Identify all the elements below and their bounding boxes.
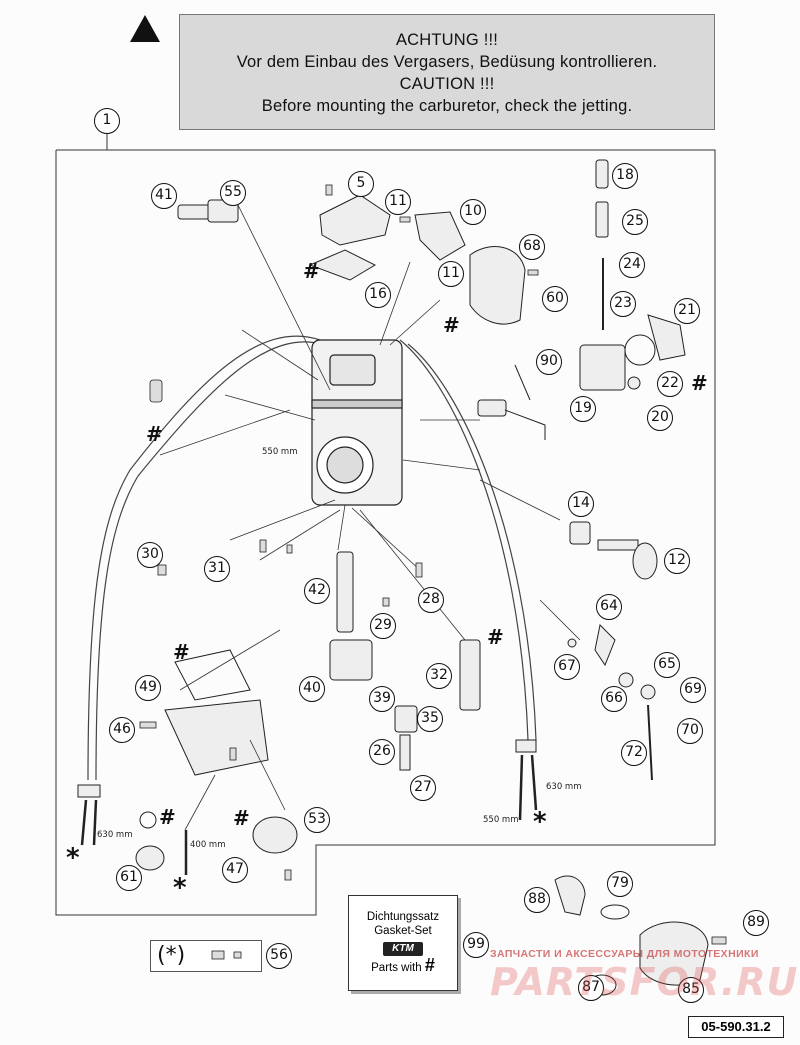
callout-41[interactable]: 41	[151, 183, 177, 209]
callout-47[interactable]: 47	[222, 857, 248, 883]
callout-79[interactable]: 79	[607, 871, 633, 897]
callout-89[interactable]: 89	[743, 910, 769, 936]
callout-67[interactable]: 67	[554, 654, 580, 680]
callout-65[interactable]: 65	[654, 652, 680, 678]
callout-87[interactable]: 87	[578, 975, 604, 1001]
callout-56[interactable]: 56	[266, 943, 292, 969]
callout-12[interactable]: 12	[664, 548, 690, 574]
dimension-label: 630 mm	[97, 830, 133, 840]
watermark-logo: PARTSFOR.RU	[490, 960, 799, 1004]
hash-mark: #	[303, 259, 320, 283]
warning-box: ACHTUNG !!! Vor dem Einbau des Vergasers…	[179, 14, 715, 130]
callout-1[interactable]: 1	[94, 108, 120, 134]
hash-mark: #	[146, 422, 163, 446]
callout-25[interactable]: 25	[622, 209, 648, 235]
callout-11-upper[interactable]: 11	[385, 189, 411, 215]
warning-line-1: ACHTUNG !!!	[395, 31, 499, 49]
warning-line-2: Vor dem Einbau des Vergasers, Bedüsung k…	[236, 53, 658, 71]
callout-29[interactable]: 29	[370, 613, 396, 639]
special-parts-box: (*)	[150, 940, 262, 972]
callout-23[interactable]: 23	[610, 291, 636, 317]
callout-21[interactable]: 21	[674, 298, 700, 324]
callout-61[interactable]: 61	[116, 865, 142, 891]
diagram-reference: 05-590.31.2	[688, 1016, 784, 1038]
hash-mark: #	[443, 313, 460, 337]
callout-72[interactable]: 72	[621, 740, 647, 766]
dimension-label: 630 mm	[546, 782, 582, 792]
carburetor-body	[311, 339, 403, 506]
callout-53[interactable]: 53	[304, 807, 330, 833]
callout-64[interactable]: 64	[596, 594, 622, 620]
callout-14[interactable]: 14	[568, 491, 594, 517]
callout-60[interactable]: 60	[542, 286, 568, 312]
hash-mark: #	[691, 371, 708, 395]
callout-68[interactable]: 68	[519, 234, 545, 260]
gasket-set-line-2: Gasket-Set	[374, 925, 432, 937]
callout-28[interactable]: 28	[418, 587, 444, 613]
callout-90[interactable]: 90	[536, 349, 562, 375]
special-parts-label: (*)	[157, 943, 186, 968]
hash-mark: #	[159, 805, 176, 829]
gasket-set-line-1: Dichtungssatz	[366, 911, 440, 923]
dimension-label: 400 mm	[190, 840, 226, 850]
callout-69[interactable]: 69	[680, 677, 706, 703]
star-mark: *	[66, 843, 80, 873]
callout-11-lower[interactable]: 11	[438, 261, 464, 287]
callout-40[interactable]: 40	[299, 676, 325, 702]
callout-49[interactable]: 49	[135, 675, 161, 701]
hash-mark: #	[233, 806, 250, 830]
callout-66[interactable]: 66	[601, 686, 627, 712]
star-mark: *	[533, 807, 547, 837]
kit-boundary	[55, 149, 716, 916]
callout-55[interactable]: 55	[220, 180, 246, 206]
hash-mark: #	[487, 625, 504, 649]
callout-46[interactable]: 46	[109, 717, 135, 743]
callout-35[interactable]: 35	[417, 706, 443, 732]
callout-16[interactable]: 16	[365, 282, 391, 308]
warning-triangle-icon	[130, 15, 160, 42]
callout-31[interactable]: 31	[204, 556, 230, 582]
dimension-label: 550 mm	[483, 815, 519, 825]
callout-88[interactable]: 88	[524, 887, 550, 913]
callout-99[interactable]: 99	[463, 932, 489, 958]
callout-18[interactable]: 18	[612, 163, 638, 189]
callout-24[interactable]: 24	[619, 252, 645, 278]
callout-70[interactable]: 70	[677, 718, 703, 744]
gasket-set-line-3: Parts with #	[371, 955, 435, 975]
callout-27[interactable]: 27	[410, 775, 436, 801]
callout-39[interactable]: 39	[369, 686, 395, 712]
ktm-logo: KTM	[383, 942, 423, 956]
callout-10[interactable]: 10	[460, 199, 486, 225]
watermark-text: ЗАПЧАСТИ И АКСЕССУАРЫ ДЛЯ МОТОТЕХНИКИ	[490, 948, 759, 960]
warning-line-3: CAUTION !!!	[399, 75, 495, 93]
callout-42[interactable]: 42	[304, 578, 330, 604]
gasket-set-box: Dichtungssatz Gasket-Set KTM Parts with …	[348, 895, 458, 991]
callout-5[interactable]: 5	[348, 171, 374, 197]
warning-line-4: Before mounting the carburetor, check th…	[261, 97, 633, 115]
callout-19[interactable]: 19	[570, 396, 596, 422]
callout-85[interactable]: 85	[678, 977, 704, 1003]
callout-22[interactable]: 22	[657, 371, 683, 397]
star-mark: *	[173, 873, 187, 903]
hash-mark: #	[173, 640, 190, 664]
callout-32[interactable]: 32	[426, 663, 452, 689]
callout-26[interactable]: 26	[369, 739, 395, 765]
dimension-label: 550 mm	[262, 447, 298, 457]
callout-20[interactable]: 20	[647, 405, 673, 431]
callout-30[interactable]: 30	[137, 542, 163, 568]
